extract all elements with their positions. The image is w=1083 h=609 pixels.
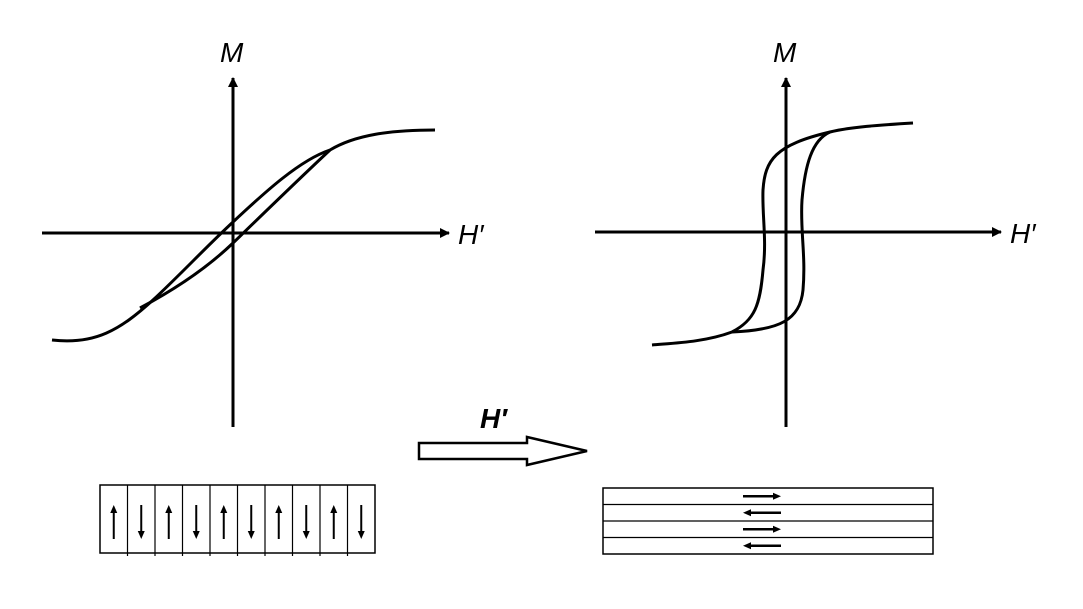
left-domain-arrow-down: [247, 505, 255, 539]
left-x-axis-label: H′: [458, 219, 485, 250]
right-domain-arrow-left: [743, 509, 781, 517]
left-domain-arrow-up: [110, 505, 118, 539]
left-loop-lower-branch: [139, 148, 332, 310]
right-y-axis-label: M: [773, 37, 797, 68]
right-domain-arrow-right: [743, 525, 781, 533]
left-domain-arrow-up: [275, 505, 283, 539]
left-domain-arrow-up: [330, 505, 338, 539]
right-loop-ascending-branch: [731, 130, 831, 334]
right-x-axis-label: H′: [1010, 218, 1037, 249]
left-domain-arrow-up: [220, 505, 228, 539]
right-hysteresis-plot: M H′: [595, 37, 1037, 427]
applied-field-indicator: H′: [417, 403, 588, 467]
right-domain-arrow-right: [743, 492, 781, 500]
left-loop-upper-branch: [51, 128, 436, 343]
applied-field-label: H′: [480, 403, 508, 434]
left-domain-arrow-up: [165, 505, 173, 539]
left-domain-arrow-down: [302, 505, 310, 539]
left-y-axis-label: M: [220, 37, 244, 68]
left-domain-arrow-down: [192, 505, 200, 539]
left-domain-structure: [99, 484, 376, 556]
left-domain-arrow-down: [357, 505, 365, 539]
right-domain-arrow-left: [743, 542, 781, 550]
right-domain-structure: [602, 487, 934, 555]
left-hysteresis-plot: M H′: [42, 37, 485, 427]
applied-field-arrow: [417, 435, 588, 467]
left-domain-arrow-down: [137, 505, 145, 539]
right-loop-descending-branch: [651, 121, 914, 347]
